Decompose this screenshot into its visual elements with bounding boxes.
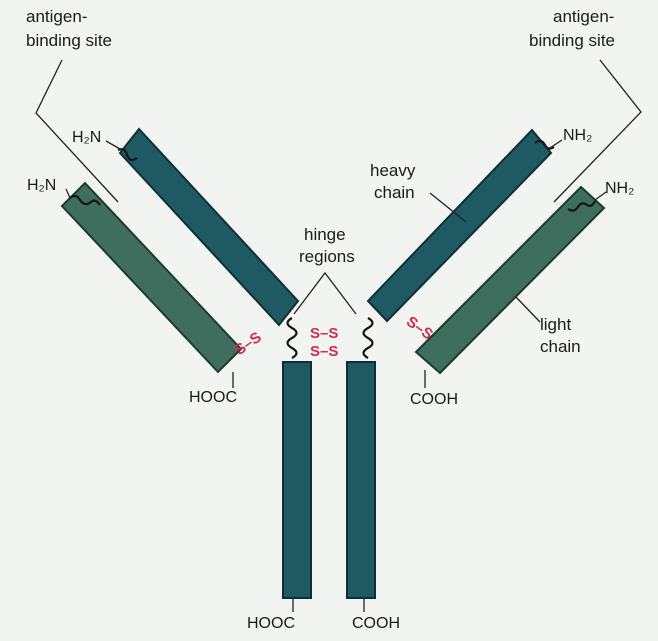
- label-light-line1: light: [540, 315, 571, 334]
- label-heavy-line1: heavy: [370, 161, 416, 180]
- tick-nh2-heavy: [550, 140, 562, 148]
- tick-h2n-heavy: [106, 141, 120, 149]
- terminus-cooh-heavy-bottom: COOH: [352, 615, 400, 632]
- heavy-chain-stem-right: [347, 362, 375, 598]
- leader-hinge: [294, 273, 356, 314]
- heavy-chain-arm-right: [368, 130, 551, 321]
- label-light-line2: chain: [540, 337, 581, 356]
- terminus-cooh-light-right: COOH: [410, 391, 458, 408]
- terminus-hooc-heavy-bottom: HOOC: [247, 615, 295, 632]
- terminus-hooc-light-left: HOOC: [189, 389, 237, 406]
- terminus-h2n-light-left: H₂N: [27, 177, 56, 194]
- label-antigen-left-line2: binding site: [26, 31, 112, 50]
- label-heavy-line2: chain: [374, 183, 415, 202]
- label-antigen-right-line1: antigen-: [553, 7, 614, 26]
- heavy-chain-stem-left: [283, 362, 311, 598]
- tick-h2n-light: [66, 189, 70, 198]
- leader-light: [515, 296, 540, 322]
- disulfide-center-top: S–S: [310, 325, 338, 342]
- label-antigen-left-line1: antigen-: [26, 7, 87, 26]
- label-hinge-line2: regions: [299, 247, 355, 266]
- label-hinge-line1: hinge: [304, 225, 346, 244]
- disulfide-center-bottom: S–S: [310, 343, 338, 360]
- terminus-nh2-light-right: NH₂: [605, 180, 634, 197]
- label-antigen-right-line2: binding site: [529, 31, 615, 50]
- terminus-h2n-heavy-left: H₂N: [72, 129, 101, 146]
- terminus-nh2-heavy-right: NH₂: [563, 127, 592, 144]
- hinge-left: [288, 318, 297, 358]
- hinge-right: [364, 318, 373, 358]
